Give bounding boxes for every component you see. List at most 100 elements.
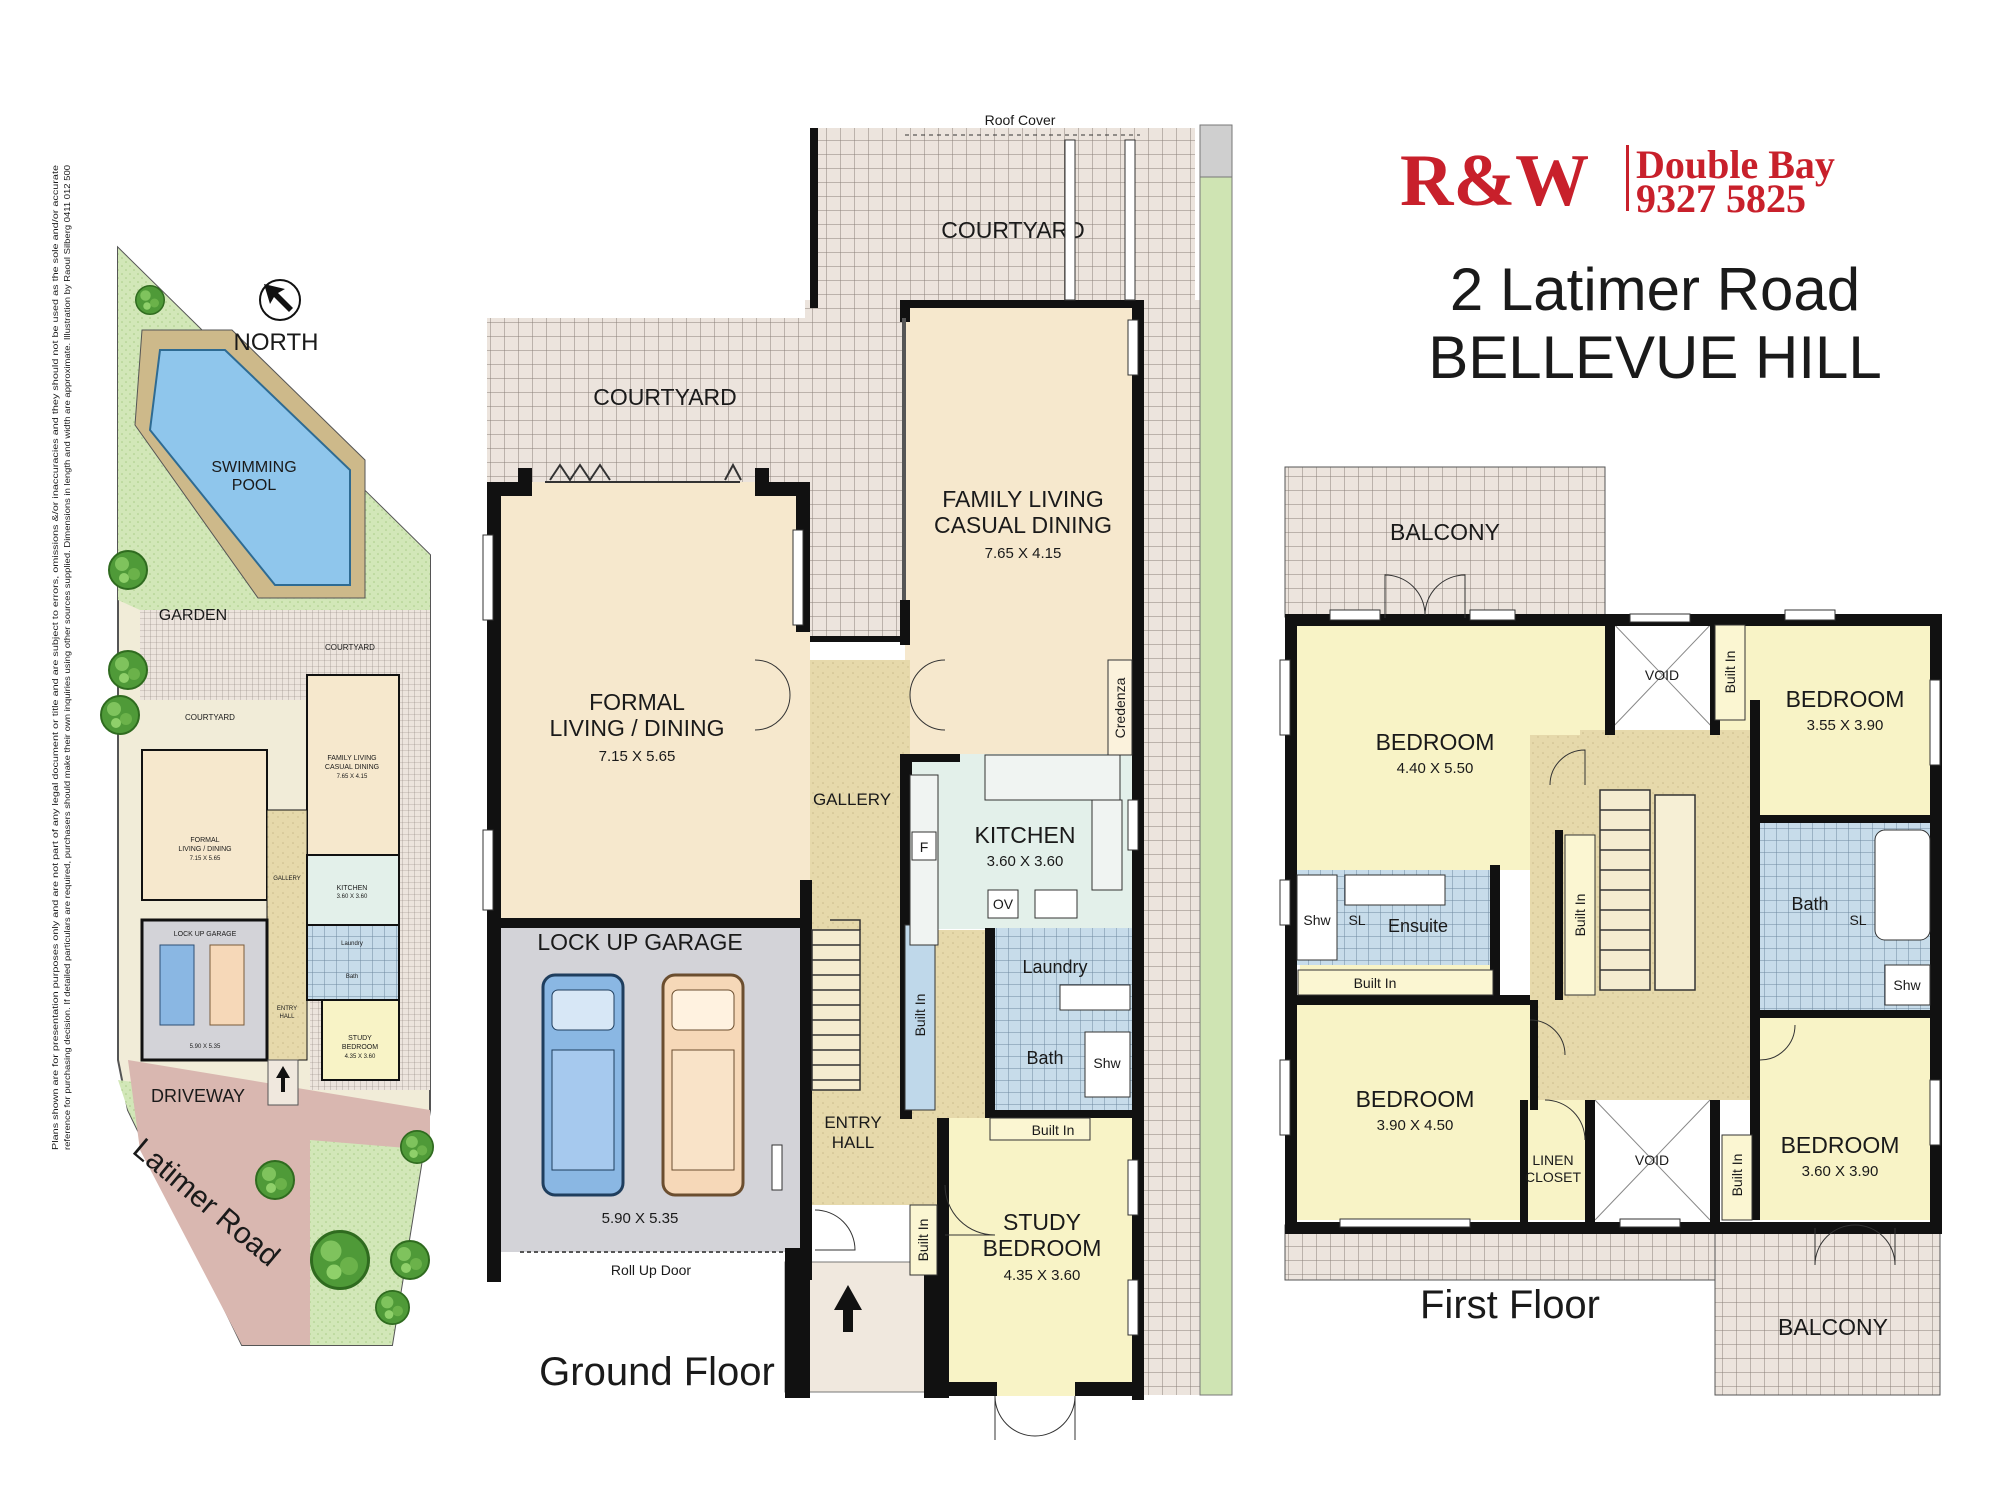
- bath-ground-label: Bath: [1026, 1048, 1063, 1068]
- site-driveway-label: DRIVEWAY: [151, 1086, 245, 1106]
- stair-built-in-label: Built In: [1572, 894, 1588, 937]
- kitchen-label: KITCHEN: [975, 822, 1076, 848]
- site-tree: [375, 1290, 410, 1325]
- formal-living-dim: 7.15 X 5.65: [599, 748, 676, 765]
- brand-phone: 9327 5825: [1636, 176, 1806, 221]
- study-bedroom-label-1: STUDY: [1003, 1209, 1081, 1235]
- lock-up-garage: [488, 922, 810, 1252]
- courtyard-left-tiles: [487, 318, 812, 483]
- disclaimer-line-2: reference for purchasing decision. If de…: [63, 164, 72, 1150]
- ensuite-label: Ensuite: [1388, 916, 1448, 936]
- family-living-room: [905, 304, 1142, 754]
- study-built-in-side-label: Built In: [915, 1219, 931, 1262]
- side-walkway: [1199, 124, 1233, 1396]
- bifold-door-icon: [724, 462, 742, 481]
- void-bottom-cross: [1594, 1099, 1711, 1221]
- stair-built-in: [1564, 834, 1596, 996]
- bedroom-2-label: BEDROOM: [1786, 686, 1905, 712]
- site-house-family: [306, 674, 400, 856]
- site-laundry-label: Laundry: [341, 941, 363, 947]
- ground-floor-title: Ground Floor: [539, 1350, 775, 1394]
- shower-ground: [1084, 1031, 1131, 1098]
- balcony-top-label: BALCONY: [1390, 519, 1500, 545]
- bedroom-3-room: [1290, 1000, 1530, 1220]
- credenza-label: Credenza: [1112, 677, 1128, 738]
- laundry-tubs: [1059, 984, 1131, 1011]
- courtyard-left-label: COURTYARD: [593, 384, 737, 410]
- site-kitchen-dim: 3.60 X 3.60: [337, 894, 368, 900]
- double-door-swing: [754, 659, 946, 731]
- ground-stairs: [811, 919, 861, 1091]
- bifold-door-icon: [549, 463, 611, 482]
- site-house-formal: [141, 749, 268, 901]
- brand-logo: R&W: [1400, 140, 1589, 222]
- balcony-bottom-extension: [1714, 1224, 1941, 1396]
- first-stairs: [1599, 789, 1696, 991]
- site-family-label-2: CASUAL DINING: [325, 764, 379, 771]
- gallery-built-in: [904, 924, 936, 1111]
- disclaimer: Plans shown are for presentation purpose…: [51, 164, 72, 1150]
- site-tree: [135, 285, 165, 315]
- bath-first-label: Bath: [1791, 894, 1828, 914]
- site-car-2: [209, 944, 245, 1026]
- disclaimer-line-1: Plans shown are for presentation purpose…: [51, 164, 60, 1150]
- site-garage-label: LOCK UP GARAGE: [174, 931, 237, 938]
- courtyard-side-tiles: [1140, 300, 1200, 1395]
- site-entry-label-1: ENTRY: [277, 1006, 297, 1012]
- site-tree: [108, 550, 148, 590]
- laundry-room: [990, 928, 1142, 1028]
- garage-label: LOCK UP GARAGE: [537, 929, 742, 955]
- site-formal-label-2: LIVING / DINING: [178, 846, 231, 853]
- site-study-label-2: BEDROOM: [342, 1044, 378, 1051]
- kitchen-island: [984, 754, 1121, 801]
- site-tree: [390, 1240, 430, 1280]
- bedroom-1-dim: 4.40 X 5.50: [1397, 760, 1474, 777]
- site-pool: [148, 349, 351, 586]
- study-bedroom-room: [945, 1118, 1142, 1396]
- first-floor-plan: BALCONY VOID BEDROOM 4.40 X 5.50 BEDROOM…: [1279, 466, 1942, 1396]
- side-walkway-cap: [1199, 124, 1233, 178]
- ensuite-vanity: [1344, 874, 1446, 906]
- laundry-label: Laundry: [1022, 957, 1087, 977]
- bed4-built-in-label: Built In: [1729, 1154, 1745, 1197]
- family-living-label-1: FAMILY LIVING: [942, 486, 1103, 512]
- north-arrow-icon: [264, 284, 293, 312]
- north-label: NORTH: [234, 329, 319, 356]
- bed2-built-in-label: Built In: [1722, 651, 1738, 694]
- linen-closet-label-1: LINEN: [1532, 1152, 1573, 1168]
- site-study-dim: 4.35 X 3.60: [345, 1054, 376, 1060]
- oven-label: OV: [993, 896, 1014, 912]
- void-bottom-label: VOID: [1635, 1152, 1669, 1168]
- bedroom-2-dim: 3.55 X 3.90: [1807, 717, 1884, 734]
- bath-first-sl-label: SL: [1849, 912, 1866, 928]
- site-house-gallery: [266, 809, 308, 1061]
- site-entry-label-2: HALL: [279, 1014, 295, 1020]
- bedroom-4-label: BEDROOM: [1781, 1132, 1900, 1158]
- first-circulation-upper: [1580, 730, 1750, 800]
- kitchen-dim: 3.60 X 3.60: [987, 853, 1064, 870]
- cooktop: [1034, 889, 1078, 919]
- site-kitchen-label: KITCHEN: [337, 885, 368, 892]
- study-built-in-top-label: Built In: [1032, 1122, 1075, 1138]
- corridor-built-in-label: Built In: [1354, 975, 1397, 991]
- bedroom-4-room: [1760, 1015, 1935, 1220]
- formal-living-label-1: FORMAL: [589, 689, 685, 715]
- north-arrow: NORTH: [234, 279, 319, 356]
- site-courtyard-label-1: COURTYARD: [325, 643, 375, 652]
- site-tree: [108, 650, 148, 690]
- site-pool-label-1: SWIMMING: [211, 459, 296, 476]
- brand-block: R&W Double Bay 9327 5825: [1400, 140, 1835, 222]
- study-door-swing: [944, 1184, 996, 1236]
- roof-cover-label: Roof Cover: [985, 112, 1056, 128]
- site-driveway: [128, 1060, 430, 1345]
- bath-tub: [1874, 829, 1931, 941]
- brand-divider: [1626, 145, 1629, 211]
- bath-first-shower-label: Shw: [1893, 977, 1921, 993]
- site-study-label-1: STUDY: [348, 1035, 372, 1042]
- entry-door-swing: [814, 1209, 856, 1251]
- linen-closet-room: [1520, 1100, 1585, 1220]
- oven: [987, 889, 1019, 919]
- entry-arrow-icon: [834, 1285, 862, 1332]
- bedroom-3-dim: 3.90 X 4.50: [1377, 1117, 1454, 1134]
- entry-porch: [784, 1261, 938, 1393]
